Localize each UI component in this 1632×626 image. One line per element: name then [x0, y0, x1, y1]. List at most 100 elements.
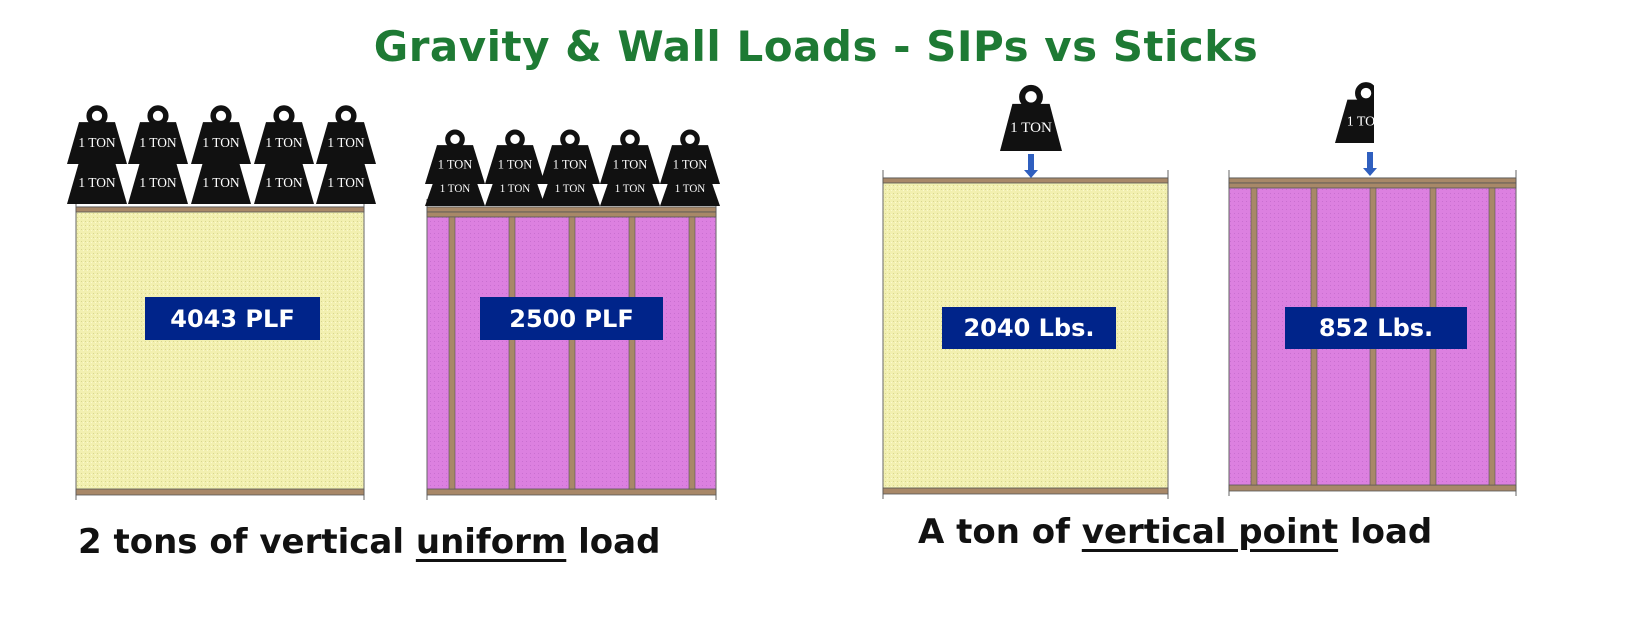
- weight-label: 1 TON: [265, 135, 303, 150]
- top-plate: [426, 211, 717, 218]
- stud: [508, 216, 516, 490]
- bottom-plate: [1228, 484, 1517, 492]
- weight-ring: [86, 105, 108, 127]
- bottom-plate: [75, 488, 365, 496]
- weight-body: [1000, 103, 1062, 151]
- caption-text: 2 tons of vertical: [78, 522, 416, 562]
- weight-ring: [210, 105, 232, 127]
- load-label-stick-uniform: 2500 PLF: [480, 297, 663, 340]
- weight-label: 1 TON: [265, 175, 303, 190]
- weight-body: [67, 122, 127, 164]
- one-ton-weight-icon: 1 TON: [128, 105, 188, 164]
- weight-body: [191, 122, 251, 164]
- weight-ring: [560, 129, 580, 150]
- one-ton-weight-icon: 1 TON: [600, 129, 660, 184]
- arrow-shaft: [1028, 154, 1034, 171]
- bottom-plate: [426, 488, 717, 496]
- caption-text: load: [566, 522, 661, 562]
- weight-label: 1 TON: [1010, 120, 1052, 136]
- weight-label: 1 TON: [202, 175, 240, 190]
- weight-label: 1 TON: [440, 183, 471, 195]
- top-plate: [1228, 182, 1517, 189]
- down-arrow-icon: [1024, 154, 1038, 178]
- weight-body: [660, 145, 720, 184]
- bottom-plate: [882, 487, 1169, 495]
- weight-ring: [1355, 82, 1374, 105]
- caption-underlined: uniform: [415, 522, 567, 562]
- weight-label: 1 TON: [498, 157, 533, 171]
- one-ton-weight-icon: 1 TON: [425, 129, 485, 184]
- weight-body: [254, 162, 314, 204]
- top-plate: [426, 206, 717, 213]
- top-plate: [882, 177, 1169, 184]
- caption-uniform-load: 2 tons of vertical uniform load: [78, 522, 660, 562]
- weight-body: [316, 162, 376, 204]
- one-ton-weight-icon: 1 TON: [540, 129, 600, 184]
- weight-ring: [147, 105, 169, 127]
- one-ton-weight-icon: 1 TON: [191, 105, 251, 164]
- stud: [568, 216, 576, 490]
- weight-label: 1 TON: [327, 175, 365, 190]
- weight-body: [128, 162, 188, 204]
- one-ton-weight-icon: 1 TON: [660, 129, 720, 184]
- caption-point-load: A ton of vertical point load: [918, 512, 1432, 552]
- weight-label: 1 TON: [438, 157, 473, 171]
- weight-ring: [620, 129, 640, 150]
- weight-label: 1 TON: [673, 157, 708, 171]
- one-ton-weight-icon: 1 TON: [67, 105, 127, 164]
- stud: [688, 216, 696, 490]
- weight-label: 1 TON: [202, 135, 240, 150]
- weight-body: [540, 145, 600, 184]
- stud: [628, 216, 636, 490]
- one-ton-weight-icon: 1 TON: [191, 145, 251, 204]
- weight-body: [425, 145, 485, 184]
- one-ton-weight-icon: 1 TON: [1335, 82, 1386, 143]
- load-label-sip-uniform: 4043 PLF: [145, 297, 320, 340]
- weight-label: 1 TON: [1347, 115, 1386, 130]
- one-ton-weight-icon: 1 TON: [316, 105, 376, 164]
- caption-underlined: vertical point: [1081, 512, 1339, 552]
- weight-body: [485, 145, 545, 184]
- weight-label: 1 TON: [613, 157, 648, 171]
- weight-ring: [445, 129, 465, 150]
- weight-body: [191, 162, 251, 204]
- weight-body: [128, 122, 188, 164]
- one-ton-weight-icon: 1 TON: [316, 145, 376, 204]
- weight-body: [1335, 99, 1374, 143]
- weight-ring: [335, 105, 357, 127]
- top-plate: [75, 206, 365, 213]
- weight-label: 1 TON: [327, 135, 365, 150]
- stud: [1250, 187, 1258, 486]
- weight-label: 1 TON: [500, 183, 531, 195]
- arrow-shaft: [1367, 152, 1373, 169]
- weight-ring: [273, 105, 295, 127]
- load-label-stick-point: 852 Lbs.: [1285, 307, 1467, 349]
- weight-label: 1 TON: [139, 135, 177, 150]
- one-ton-weight-icon: 1 TON: [485, 129, 545, 184]
- weight-label: 1 TON: [78, 175, 116, 190]
- weight-ring: [680, 129, 700, 150]
- one-ton-weight-icon: 1 TON: [1000, 84, 1062, 151]
- weight-ring: [505, 129, 525, 150]
- sip-panel: [75, 199, 365, 500]
- load-label-sip-point: 2040 Lbs.: [942, 307, 1116, 349]
- weight-label: 1 TON: [555, 183, 586, 195]
- weight-label: 1 TON: [553, 157, 588, 171]
- stud: [448, 216, 456, 490]
- arrow-head: [1363, 168, 1377, 176]
- weight-ring: [1019, 84, 1043, 109]
- weight-label: 1 TON: [615, 183, 646, 195]
- weight-label: 1 TON: [139, 175, 177, 190]
- one-ton-weight-icon: 1 TON: [254, 105, 314, 164]
- weight-body: [316, 122, 376, 164]
- weight-body: [254, 122, 314, 164]
- weight-body: [600, 145, 660, 184]
- weight-label: 1 TON: [78, 135, 116, 150]
- down-arrow-icon: [1363, 152, 1377, 176]
- weight-label: 1 TON: [675, 183, 706, 195]
- stud: [1488, 187, 1496, 486]
- stick-frame-wall: [426, 199, 717, 500]
- arrow-head: [1024, 170, 1038, 178]
- foam-core: [75, 206, 365, 495]
